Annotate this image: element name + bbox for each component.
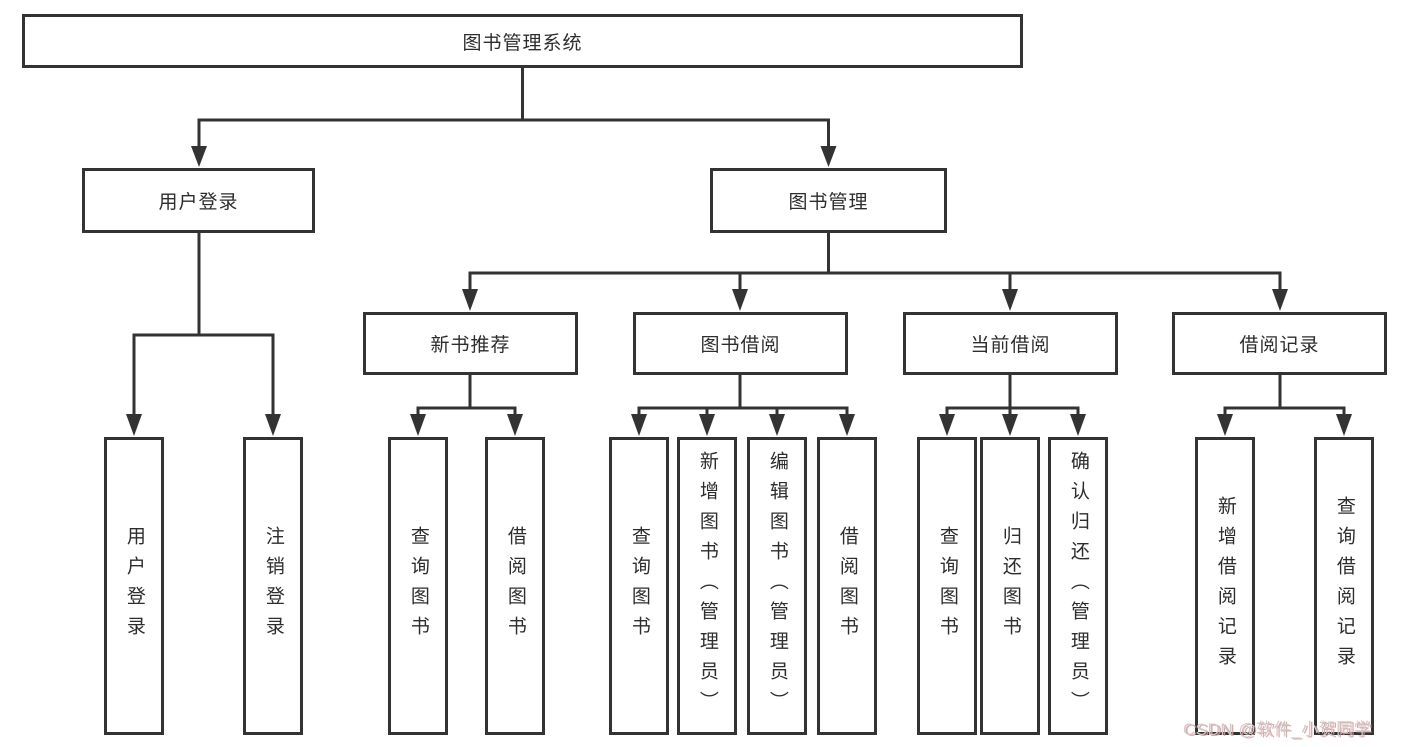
node-root: 图书管理系统 bbox=[22, 14, 1023, 68]
node-leaf-query-borrow-record-label: 查询借阅记录 bbox=[1333, 496, 1355, 676]
node-leaf-user-login: 用户登录 bbox=[104, 437, 164, 735]
node-leaf-query-book-1-label: 查询图书 bbox=[407, 526, 429, 646]
node-leaf-add-book-admin-label: 新增图书（管理员） bbox=[696, 451, 718, 721]
node-leaf-add-borrow-record-label: 新增借阅记录 bbox=[1214, 496, 1236, 676]
node-leaf-logout-label: 注销登录 bbox=[262, 526, 284, 646]
connector-user-login-to-children bbox=[126, 233, 281, 436]
node-book-management: 图书管理 bbox=[710, 168, 947, 233]
node-root-label: 图书管理系统 bbox=[462, 32, 583, 54]
node-book-management-label: 图书管理 bbox=[788, 192, 869, 213]
connector-book-borrow-to-children bbox=[631, 375, 855, 436]
node-new-book-recommend-label: 新书推荐 bbox=[430, 335, 511, 356]
node-current-borrow-label: 当前借阅 bbox=[970, 335, 1051, 356]
node-leaf-edit-book-admin-label: 编辑图书（管理员） bbox=[766, 451, 788, 721]
node-user-login: 用户登录 bbox=[82, 168, 315, 233]
watermark-text: CSDN @软件_小贺同学 bbox=[1183, 720, 1372, 739]
node-leaf-return-book-label: 归还图书 bbox=[999, 526, 1021, 646]
node-leaf-borrow-book-1: 借阅图书 bbox=[485, 437, 545, 735]
node-leaf-borrow-book-2-label: 借阅图书 bbox=[836, 526, 858, 646]
connector-root-to-level2 bbox=[191, 68, 837, 167]
node-leaf-query-book-1: 查询图书 bbox=[388, 437, 448, 735]
node-leaf-confirm-return-admin-label: 确认归还（管理员） bbox=[1067, 451, 1089, 721]
node-leaf-user-login-label: 用户登录 bbox=[123, 526, 145, 646]
node-leaf-query-book-2: 查询图书 bbox=[609, 437, 669, 735]
node-leaf-borrow-book-1-label: 借阅图书 bbox=[504, 526, 526, 646]
node-leaf-add-book-admin: 新增图书（管理员） bbox=[677, 437, 737, 735]
node-book-borrow: 图书借阅 bbox=[633, 312, 848, 375]
node-leaf-return-book: 归还图书 bbox=[980, 437, 1040, 735]
node-leaf-query-book-3-label: 查询图书 bbox=[936, 526, 958, 646]
node-user-login-label: 用户登录 bbox=[158, 192, 239, 213]
node-leaf-query-borrow-record: 查询借阅记录 bbox=[1314, 437, 1374, 735]
connector-current-borrow-to-children bbox=[939, 375, 1086, 436]
node-leaf-query-book-2-label: 查询图书 bbox=[628, 526, 650, 646]
node-borrow-record-label: 借阅记录 bbox=[1239, 335, 1320, 356]
node-book-borrow-label: 图书借阅 bbox=[700, 335, 781, 356]
connector-new-book-to-children bbox=[410, 375, 523, 436]
node-current-borrow: 当前借阅 bbox=[903, 312, 1118, 375]
connector-book-mgmt-to-level3 bbox=[462, 233, 1288, 311]
node-leaf-edit-book-admin: 编辑图书（管理员） bbox=[747, 437, 807, 735]
node-borrow-record: 借阅记录 bbox=[1172, 312, 1387, 375]
node-new-book-recommend: 新书推荐 bbox=[363, 312, 578, 375]
node-leaf-logout: 注销登录 bbox=[243, 437, 303, 735]
connector-borrow-record-to-children bbox=[1217, 375, 1352, 436]
node-leaf-borrow-book-2: 借阅图书 bbox=[817, 437, 877, 735]
node-leaf-add-borrow-record: 新增借阅记录 bbox=[1195, 437, 1255, 735]
node-leaf-query-book-3: 查询图书 bbox=[917, 437, 977, 735]
node-leaf-confirm-return-admin: 确认归还（管理员） bbox=[1048, 437, 1108, 735]
